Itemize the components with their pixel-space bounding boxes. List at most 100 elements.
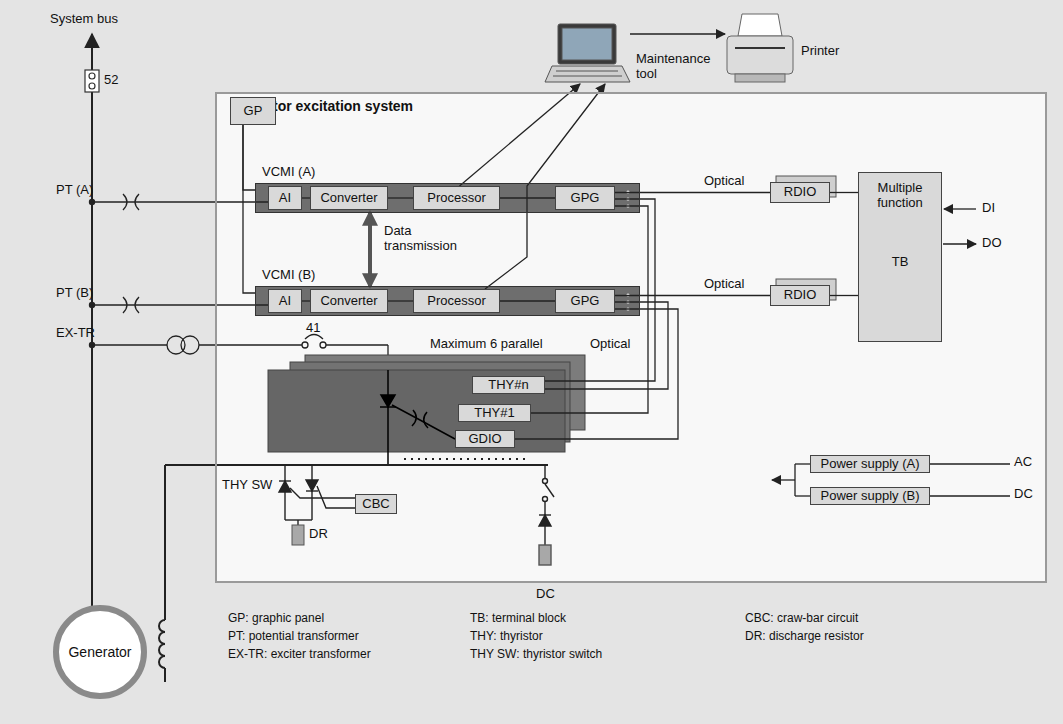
module-box: THY#1 bbox=[458, 404, 531, 422]
module-box: GPG bbox=[555, 186, 615, 210]
parallel-dots bbox=[404, 458, 530, 460]
data-link-arrow bbox=[368, 213, 372, 286]
node-label: Processor bbox=[427, 294, 486, 309]
signal-name: DO bbox=[982, 236, 1002, 251]
module-box: CBC bbox=[355, 494, 397, 514]
controller-panel: VCMI (B)AIConverterProcessorGPG bbox=[255, 286, 640, 316]
module-box: Processor bbox=[413, 289, 500, 313]
signal-name: DI bbox=[982, 201, 995, 216]
supply-label: DC bbox=[1014, 487, 1033, 502]
transformer-label: PT (B) bbox=[56, 286, 93, 301]
module-box: AI bbox=[268, 289, 302, 313]
note: Maximum 6 parallel bbox=[430, 337, 543, 352]
circuit-breaker bbox=[89, 83, 95, 89]
abbreviation-note: THY: thyristor bbox=[470, 630, 543, 644]
generator-outline bbox=[56, 608, 144, 696]
signal-line bbox=[302, 197, 310, 198]
part-label: THY SW bbox=[222, 478, 272, 493]
printer-icon bbox=[727, 14, 793, 82]
signal-line bbox=[388, 197, 413, 198]
exciter-transformer bbox=[305, 335, 323, 340]
system-bus bbox=[91, 34, 93, 606]
io-arrow bbox=[943, 209, 976, 244]
generator-circle: Generator bbox=[52, 604, 148, 700]
system-ground bbox=[215, 92, 1047, 583]
signal-line bbox=[545, 199, 655, 381]
abbreviation-note: DR: discharge resistor bbox=[745, 630, 864, 644]
device-number: 41 bbox=[306, 321, 320, 336]
node-label: GPG bbox=[571, 191, 600, 206]
supply-label: DC bbox=[536, 587, 555, 602]
laptop-icon bbox=[545, 66, 630, 82]
exciter-transformer bbox=[302, 342, 308, 348]
node-label: VCMI (B) bbox=[262, 268, 315, 283]
pt-wire bbox=[92, 304, 268, 305]
abbreviation-note: GP: graphic panel bbox=[228, 612, 324, 626]
thyristor-switch bbox=[306, 490, 318, 491]
io-arrow bbox=[943, 243, 976, 244]
thyristor-switch bbox=[297, 520, 298, 525]
discharge-resistor bbox=[292, 525, 304, 545]
module-box: AI bbox=[268, 186, 302, 210]
thyristor-symbol bbox=[380, 370, 455, 465]
dc-branch bbox=[544, 465, 545, 478]
abbreviation-note: EX-TR: exciter transformer bbox=[228, 648, 371, 662]
connector-label: Data transmission bbox=[384, 224, 468, 254]
device-icon: Maintenance tool bbox=[545, 22, 630, 84]
thyristor-symbol bbox=[387, 370, 389, 465]
dc-branch bbox=[545, 484, 554, 497]
dc-branch bbox=[539, 514, 551, 515]
power-wire bbox=[930, 495, 1010, 496]
dc-branch bbox=[539, 515, 551, 526]
node-label: Converter bbox=[320, 294, 377, 309]
system-boundary: Thyristor excitation systemGPVCMI (A)AIC… bbox=[215, 92, 1047, 583]
field-bus bbox=[159, 620, 165, 668]
vcmi-panel bbox=[255, 286, 640, 316]
laptop-icon bbox=[545, 24, 630, 82]
node-label: GP bbox=[244, 104, 263, 119]
node-label: THY#1 bbox=[474, 406, 514, 421]
signal-label: Optical bbox=[590, 337, 630, 352]
device-number: 52 bbox=[104, 73, 118, 88]
module-box: THY#n bbox=[472, 376, 545, 394]
printer-icon bbox=[735, 74, 785, 82]
node-label: Power supply (A) bbox=[821, 457, 920, 472]
printer-icon bbox=[727, 36, 793, 74]
thyristor-switch bbox=[306, 480, 318, 491]
dc-branch bbox=[539, 465, 554, 565]
signal-line bbox=[243, 125, 255, 190]
transformer-label: PT (A) bbox=[56, 183, 93, 198]
circuit-breaker bbox=[85, 70, 99, 92]
module-box: RDIO bbox=[770, 182, 830, 203]
thyristor-switch bbox=[279, 480, 291, 481]
abbreviation-note: TB: terminal block bbox=[470, 612, 566, 626]
module-box: GP bbox=[230, 97, 276, 125]
thyristor-stack bbox=[268, 370, 565, 452]
vcmi-panel bbox=[255, 183, 640, 316]
node-label: AI bbox=[279, 294, 291, 309]
module-box: GDIO bbox=[455, 430, 515, 448]
system-bus bbox=[91, 34, 93, 606]
node-label: Generator bbox=[68, 644, 131, 660]
signal-line bbox=[243, 125, 255, 293]
node-label: AI bbox=[279, 191, 291, 206]
laptop-icon bbox=[562, 28, 612, 60]
module-box: Power supply (A) bbox=[810, 455, 930, 473]
exciter-transformer bbox=[167, 336, 185, 354]
part-label: DR bbox=[309, 527, 328, 542]
io-arrow bbox=[944, 208, 976, 209]
field-bus bbox=[164, 465, 166, 620]
signal-line bbox=[830, 295, 858, 296]
module-box: Converter bbox=[310, 289, 388, 313]
circuit-breaker bbox=[85, 70, 99, 92]
signal-line bbox=[630, 33, 725, 34]
dc-branch bbox=[544, 526, 545, 545]
module-box: RDIO bbox=[770, 285, 830, 306]
field-bus bbox=[165, 464, 548, 466]
thyristor-switch bbox=[279, 481, 291, 492]
printer-icon bbox=[735, 47, 785, 49]
signal-line bbox=[830, 192, 858, 193]
bus-label: System bus bbox=[50, 12, 118, 27]
